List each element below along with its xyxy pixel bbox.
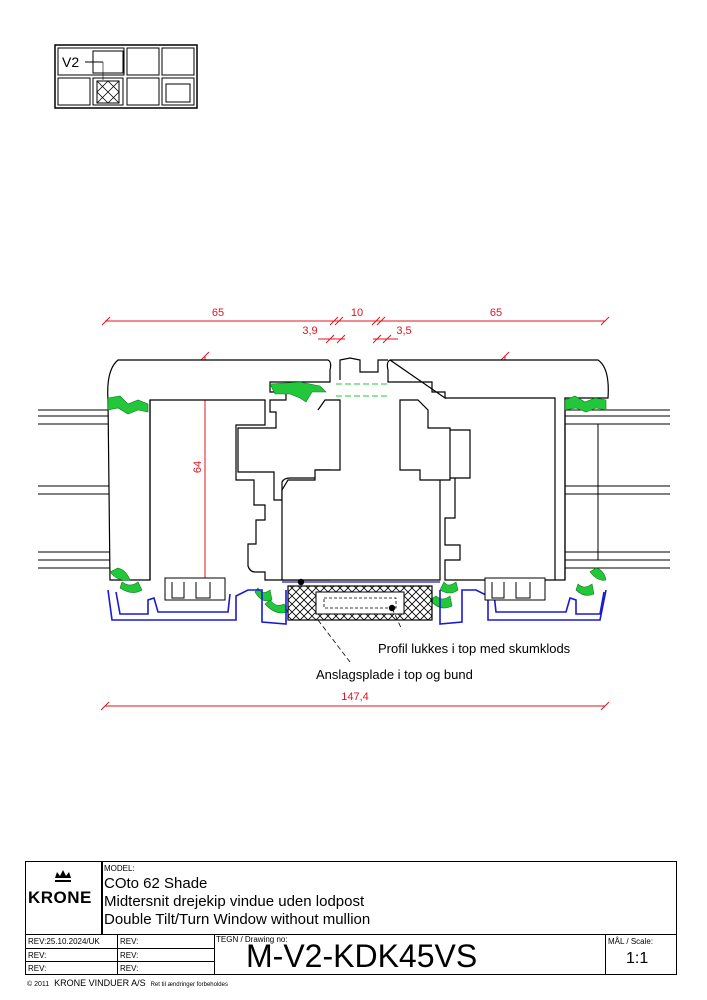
rev-3-left: REV: <box>28 964 47 973</box>
company-name: KRONE VINDUER A/S <box>54 978 146 988</box>
rev-2-left: REV: <box>28 951 47 960</box>
copyright: © 2011 <box>27 981 50 988</box>
rev-1-right: REV: <box>120 937 139 946</box>
aluminium-cladding <box>107 581 607 625</box>
note-foam-block: Profil lukkes i top med skumklods <box>378 641 571 656</box>
dim-total-width: 147,4 <box>341 691 369 703</box>
rev-2-right: REV: <box>120 951 139 960</box>
gaskets <box>107 381 607 614</box>
krone-crown-icon <box>55 870 71 882</box>
sash-right <box>386 359 609 581</box>
foam-block <box>287 578 433 621</box>
center-core <box>281 357 451 581</box>
dim-left-height: 64 <box>192 461 204 473</box>
drawing-number-label: TEGN / Drawing no: <box>216 935 288 944</box>
hardware-fittings <box>164 577 546 601</box>
footer: © 2011 KRONE VINDUER A/S Ret til ændring… <box>27 978 228 988</box>
description-danish: Midtersnit drejekip vindue uden lodpost <box>104 893 365 910</box>
company-logo: KRONE <box>28 888 92 907</box>
key-plan <box>54 44 198 109</box>
rev-3-right: REV: <box>120 964 139 973</box>
seal-dashed-line <box>336 383 390 397</box>
dim-right-offset: 3,5 <box>396 325 411 337</box>
dim-right-width: 65 <box>490 307 502 319</box>
leader-lines <box>317 607 403 663</box>
dim-left-width: 65 <box>212 307 224 319</box>
title-block: KRONE MODEL: COto 62 Shade Midtersnit dr… <box>25 861 677 975</box>
disclaimer: Ret til ændringer forbeholdes <box>150 982 228 988</box>
scale-label: MÅL / Scale: <box>608 937 654 946</box>
note-stop-plate: Anslagsplade i top og bund <box>316 667 473 682</box>
dim-center-gap: 10 <box>351 307 363 319</box>
glazing-right <box>564 409 670 569</box>
scale-value: 1:1 <box>626 950 649 967</box>
model-label: MODEL: <box>104 864 135 873</box>
description-english: Double Tilt/Turn Window without mullion <box>104 911 371 928</box>
key-plan-label: V2 <box>62 54 79 70</box>
model-name: COto 62 Shade <box>104 875 208 892</box>
drawing-number: M-V2-KDK45VS <box>246 938 478 974</box>
rev-1-left: REV:25.10.2024/UK <box>28 937 100 946</box>
dim-left-offset: 3,9 <box>302 325 317 337</box>
